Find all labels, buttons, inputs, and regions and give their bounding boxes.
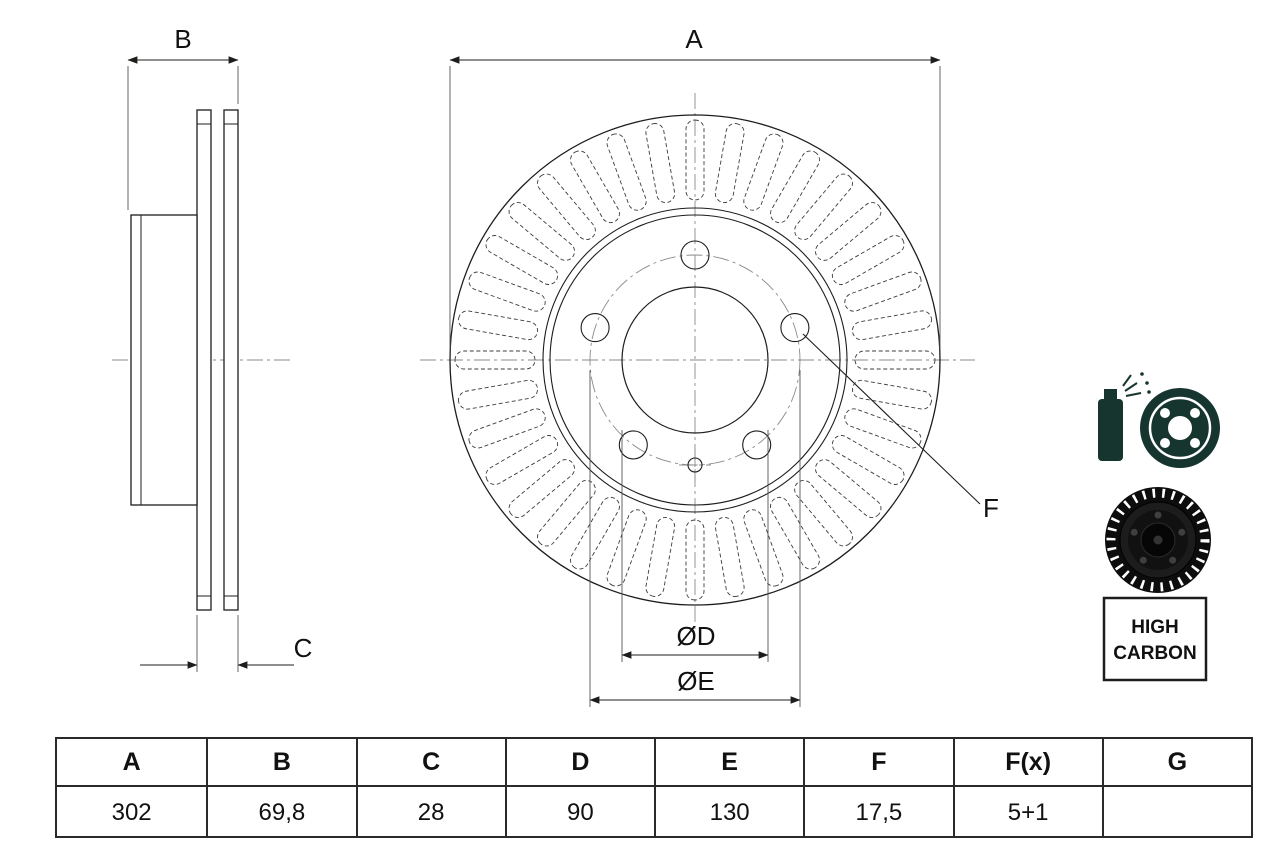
dim-label-d: ØD xyxy=(677,621,716,651)
spray-can-cap xyxy=(1104,389,1117,399)
dim-label-b: B xyxy=(174,24,191,54)
bolt-hole xyxy=(618,430,648,460)
dim-label-e: ØE xyxy=(677,666,715,696)
table-header-g: G xyxy=(1101,739,1251,787)
table-value-e: 130 xyxy=(654,787,803,838)
chamfer-lines xyxy=(197,123,238,597)
table-header-f: F xyxy=(803,739,953,787)
bolt-hole xyxy=(780,313,810,343)
table-value-g xyxy=(1101,787,1251,838)
spray-can xyxy=(1098,399,1123,461)
outer-friction-plate xyxy=(223,109,239,611)
spray-mist xyxy=(1122,374,1142,397)
dimension-labels: B A C ØD ØE F xyxy=(174,24,999,696)
high-carbon-badge: HIGH CARBON xyxy=(1102,596,1208,682)
table-header-b: B xyxy=(206,739,356,787)
table-header-a: A xyxy=(57,739,207,787)
leader-line-f xyxy=(802,333,981,505)
center-bore xyxy=(621,286,769,434)
table-value-d: 90 xyxy=(504,787,654,838)
hat-section xyxy=(130,214,198,506)
badge-frame xyxy=(1102,596,1208,682)
coated-disc xyxy=(1140,388,1220,468)
dim-label-c: C xyxy=(294,633,313,663)
table-value-f: 17,5 xyxy=(803,787,952,838)
table-header-d: D xyxy=(504,739,654,787)
spray-coated-disc-icon xyxy=(1098,372,1220,468)
table-value-c: 28 xyxy=(355,787,505,838)
inner-friction-plate xyxy=(196,109,212,611)
table-value-fx: 5+1 xyxy=(952,787,1102,838)
outer-diameter-circle xyxy=(449,114,941,606)
table-value-a: 302 xyxy=(111,798,152,826)
locating-pin-hole xyxy=(687,457,703,473)
centerlines xyxy=(112,93,975,630)
dim-label-a: A xyxy=(685,24,703,54)
spray-dots xyxy=(1140,372,1151,394)
dimension-table: A B C D E F F(x) G 302 69,8 28 90 130 17… xyxy=(55,737,1253,838)
table-header-fx: F(x) xyxy=(952,739,1102,787)
bolt-hole xyxy=(580,313,610,343)
bolt-holes xyxy=(580,240,810,460)
disc-icon-bolt-holes xyxy=(1130,511,1186,564)
front-view xyxy=(449,114,941,606)
table-header-e: E xyxy=(654,739,804,787)
bolt-hole xyxy=(680,240,710,270)
dimension-lines xyxy=(127,56,981,704)
brake-disc-side-icon xyxy=(1105,487,1211,593)
table-header-c: C xyxy=(355,739,505,787)
brake-disc-drawing: B A C ØD ØE F xyxy=(112,24,1220,707)
section-view xyxy=(130,109,239,611)
dim-label-f: F xyxy=(983,493,999,523)
hub-face-circle xyxy=(549,214,841,506)
hub-flange-circle xyxy=(542,207,848,513)
table-value-b: 69,8 xyxy=(206,787,355,838)
badge-line-1: HIGH xyxy=(1131,617,1179,638)
badge-line-2: CARBON xyxy=(1113,643,1196,664)
bolt-hole xyxy=(742,430,772,460)
extension-lines xyxy=(127,66,941,707)
